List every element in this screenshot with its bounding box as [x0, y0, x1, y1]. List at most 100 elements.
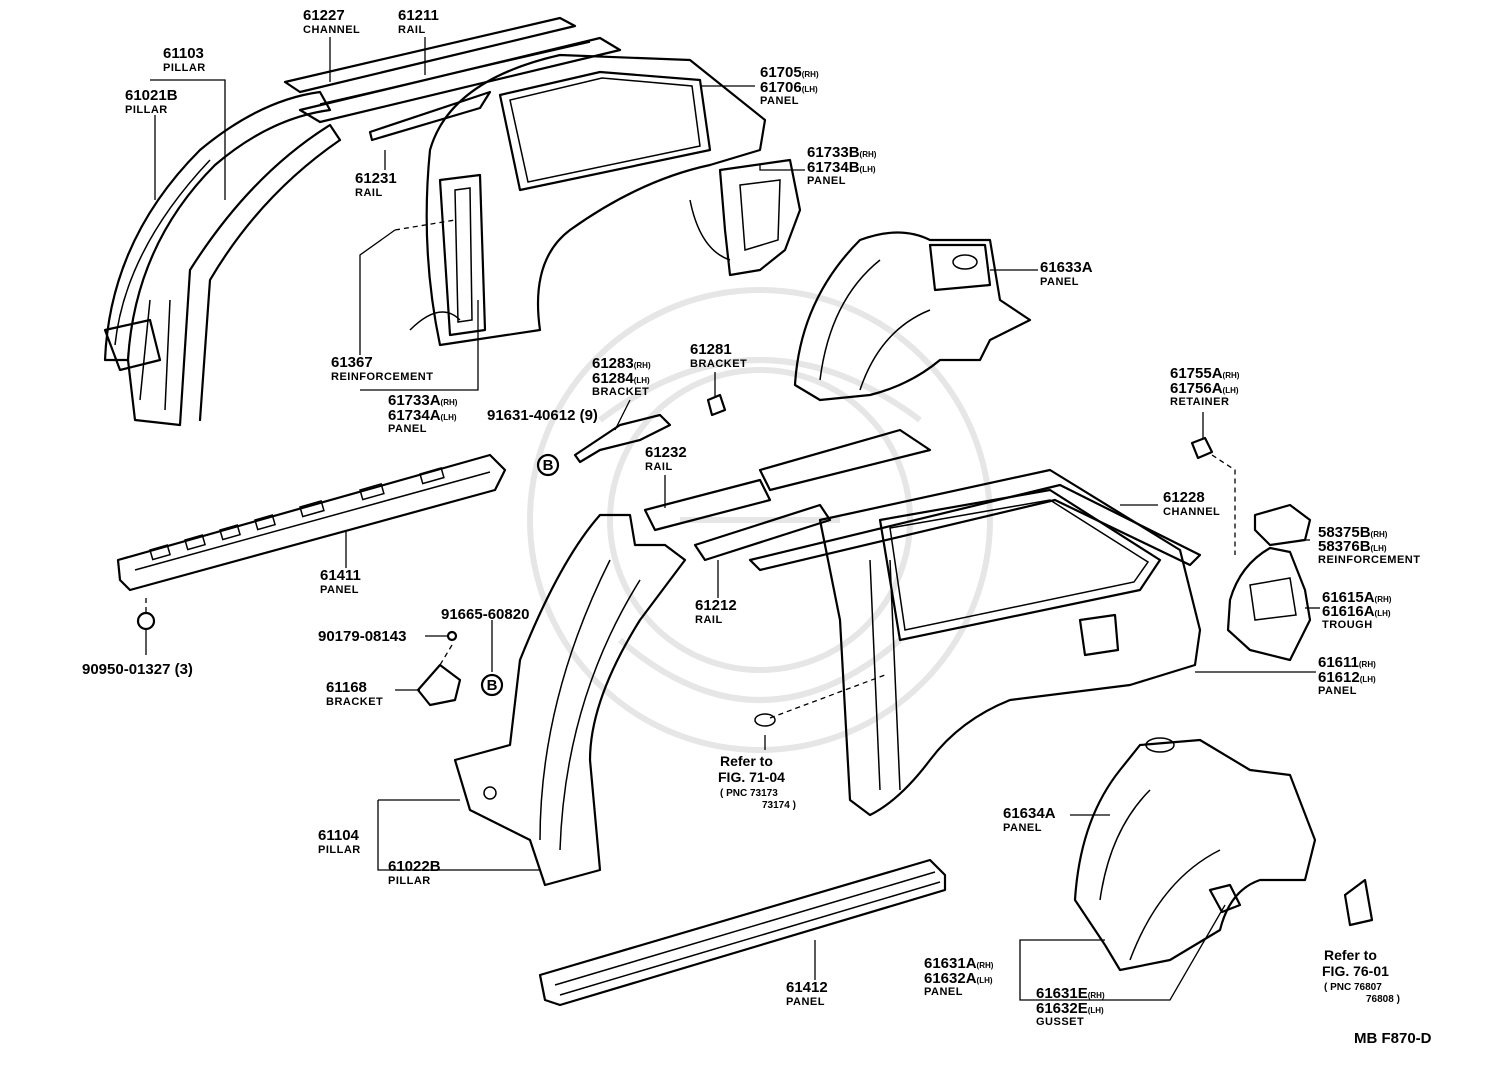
svg-text:RAIL: RAIL: [695, 614, 723, 626]
callout-61232: 61232 RAIL: [645, 444, 687, 473]
roof-rails-middle-drawing: [643, 428, 1202, 572]
svg-text:91665-60820: 91665-60820: [441, 606, 529, 623]
svg-text:61755A(RH): 61755A(RH): [1170, 365, 1240, 382]
svg-text:61212: 61212: [695, 597, 737, 614]
svg-text:61022B: 61022B: [388, 858, 441, 875]
svg-text:PANEL: PANEL: [1003, 822, 1042, 834]
svg-text:61734A(LH): 61734A(LH): [388, 407, 457, 424]
panel-61733B-drawing: [689, 158, 802, 277]
callout-61212: 61212 RAIL: [695, 597, 737, 626]
wheelhouse-61633A-drawing: [793, 231, 1032, 402]
svg-text:MB F870-D: MB F870-D: [1354, 1030, 1432, 1047]
roof-rails-upper-drawing: [283, 16, 622, 124]
svg-text:61367: 61367: [331, 354, 373, 371]
svg-text:91631-40612 (9): 91631-40612 (9): [487, 407, 598, 424]
svg-text:61103: 61103: [163, 45, 204, 62]
center-pillar-lower-drawing: [453, 513, 687, 887]
quarter-panel-lower-drawing: [818, 468, 1202, 817]
marker-b-2: B: [480, 673, 504, 697]
svg-text:REINFORCEMENT: REINFORCEMENT: [1318, 554, 1420, 566]
svg-text:61231: 61231: [355, 170, 397, 187]
svg-text:61756A(LH): 61756A(LH): [1170, 380, 1239, 397]
callout-61103: 61103 PILLAR: [163, 45, 205, 74]
callout-61281: 61281 BRACKET: [690, 341, 747, 370]
callout-61231: 61231 RAIL: [355, 170, 397, 199]
callout-61633A: 61633A PANEL: [1040, 259, 1093, 288]
svg-text:Refer to: Refer to: [1324, 947, 1377, 963]
svg-text:61227: 61227: [303, 7, 345, 24]
svg-text:73174 ): 73174 ): [762, 800, 796, 811]
callout-61283: 61283(RH) 61284(LH) BRACKET: [592, 355, 651, 398]
rail-61231-drawing: [368, 90, 492, 142]
callout-61367: 61367 REINFORCEMENT: [331, 354, 433, 383]
svg-text:CHANNEL: CHANNEL: [1163, 506, 1220, 518]
svg-text:BRACKET: BRACKET: [592, 386, 649, 398]
svg-text:PANEL: PANEL: [924, 986, 963, 998]
svg-text:61611(RH): 61611(RH): [1318, 654, 1376, 671]
svg-text:PANEL: PANEL: [786, 996, 825, 1008]
svg-text:90950-01327 (3): 90950-01327 (3): [82, 661, 193, 678]
callout-61104: 61104 PILLAR: [318, 827, 361, 856]
svg-text:61228: 61228: [1163, 489, 1205, 506]
svg-text:61232: 61232: [645, 444, 687, 461]
callout-61022B: 61022B PILLAR: [388, 858, 441, 887]
leader-lines: [145, 37, 1320, 1001]
callout-61733A: 61733A(RH) 61734A(LH) PANEL: [388, 392, 458, 435]
svg-text:61104: 61104: [318, 827, 360, 844]
svg-text:GUSSET: GUSSET: [1036, 1016, 1084, 1028]
svg-text:( PNC 73173: ( PNC 73173: [720, 788, 778, 799]
callout-61211: 61211 RAIL: [398, 7, 439, 36]
rocker-panel-61412-drawing: [538, 858, 947, 1007]
callout-61411: 61411 PANEL: [320, 567, 361, 596]
svg-text:B: B: [543, 457, 554, 474]
callout-61227: 61227 CHANNEL: [303, 7, 360, 36]
svg-text:61412: 61412: [786, 979, 828, 996]
svg-text:PILLAR: PILLAR: [125, 104, 168, 116]
brackets-61283-61281-drawing: [573, 393, 727, 464]
marker-b-1: B: [536, 453, 560, 477]
watermark-emblem: [527, 287, 993, 753]
callout-61631A: 61631A(RH) 61632A(LH) PANEL: [924, 955, 994, 998]
svg-text:PANEL: PANEL: [1318, 685, 1357, 697]
callout-58375B: 58375B(RH) 58376B(LH) REINFORCEMENT: [1318, 524, 1420, 566]
svg-text:61612(LH): 61612(LH): [1318, 669, 1376, 686]
svg-text:PANEL: PANEL: [320, 584, 359, 596]
svg-text:PILLAR: PILLAR: [318, 844, 361, 856]
svg-text:61734B(LH): 61734B(LH): [807, 159, 876, 176]
svg-text:61632E(LH): 61632E(LH): [1036, 1000, 1104, 1017]
svg-text:TROUGH: TROUGH: [1322, 619, 1373, 631]
svg-text:61634A: 61634A: [1003, 805, 1056, 822]
svg-text:PILLAR: PILLAR: [388, 875, 431, 887]
callout-61611: 61611(RH) 61612(LH) PANEL: [1318, 654, 1376, 697]
svg-text:BRACKET: BRACKET: [690, 358, 747, 370]
reference-fig-71-04: Refer to FIG. 71-04 ( PNC 73173 73174 ): [718, 753, 796, 811]
svg-text:61631A(RH): 61631A(RH): [924, 955, 994, 972]
svg-text:90179-08143: 90179-08143: [318, 628, 406, 645]
svg-text:61631E(RH): 61631E(RH): [1036, 985, 1105, 1002]
quarter-panel-upper-drawing: [409, 53, 767, 347]
callout-61634A: 61634A PANEL: [1003, 805, 1056, 834]
svg-text:76808 ): 76808 ): [1366, 994, 1400, 1005]
callout-61755A: 61755A(RH) 61756A(LH) RETAINER: [1170, 365, 1240, 408]
svg-text:( PNC 76807: ( PNC 76807: [1324, 982, 1382, 993]
reinforcement-trough-drawing: [1226, 503, 1312, 662]
svg-text:61281: 61281: [690, 341, 732, 358]
bracket-61168-drawing: [136, 436, 1214, 707]
part-76807-drawing: [1343, 878, 1374, 927]
svg-text:FIG. 71-04: FIG. 71-04: [718, 769, 785, 785]
svg-text:BRACKET: BRACKET: [326, 696, 383, 708]
callout-61631E: 61631E(RH) 61632E(LH) GUSSET: [1036, 985, 1105, 1028]
svg-text:RETAINER: RETAINER: [1170, 396, 1229, 408]
callout-90950: 90950-01327 (3): [82, 661, 193, 678]
svg-text:61168: 61168: [326, 679, 367, 696]
svg-text:RAIL: RAIL: [398, 24, 426, 36]
callout-90179: 90179-08143: [318, 628, 406, 645]
callout-labels: 61227 CHANNEL 61211 RAIL 61103 PILLAR 61…: [82, 7, 1420, 1028]
svg-text:61733B(RH): 61733B(RH): [807, 144, 877, 161]
reference-fig-76-01: Refer to FIG. 76-01 ( PNC 76807 76808 ): [1322, 947, 1400, 1005]
svg-text:61284(LH): 61284(LH): [592, 370, 650, 387]
pillar-upper-drawing: [103, 90, 342, 427]
svg-text:61411: 61411: [320, 567, 361, 584]
svg-text:61021B: 61021B: [125, 87, 178, 104]
